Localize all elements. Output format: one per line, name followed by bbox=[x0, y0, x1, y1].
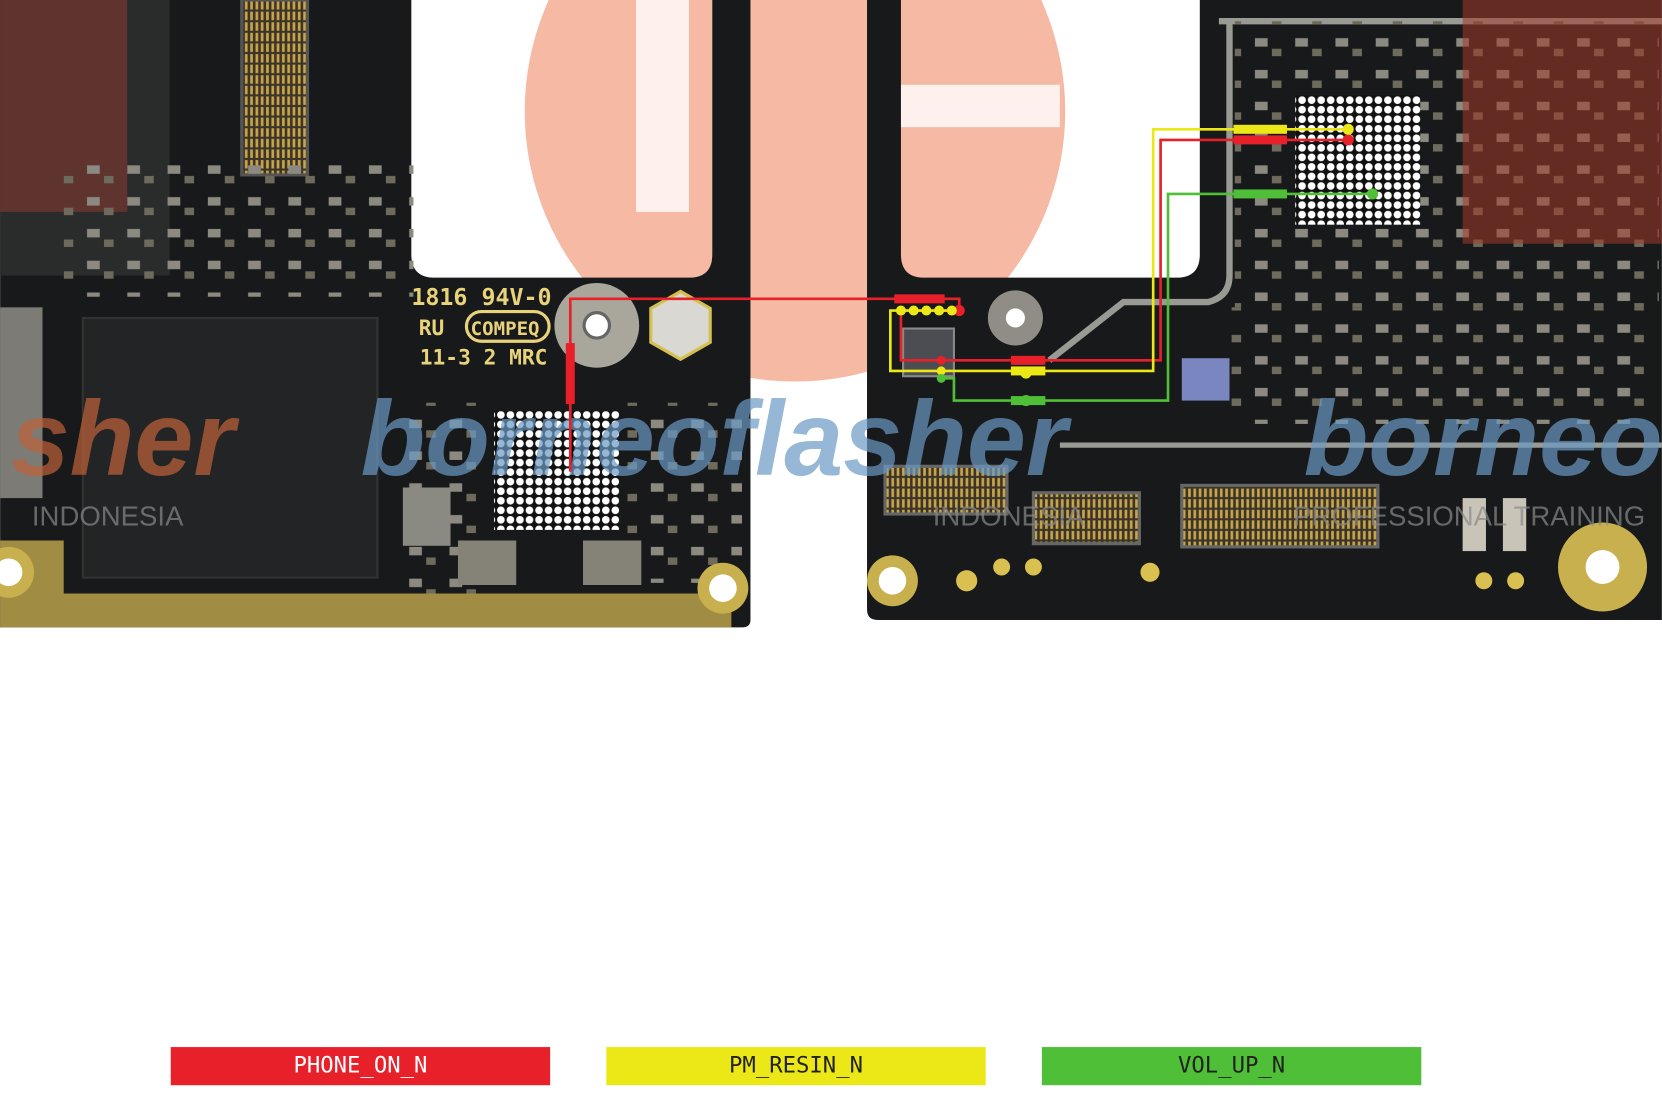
flex-connector bbox=[240, 0, 310, 177]
memory-chip bbox=[81, 316, 379, 579]
watermark-brand: borneoflasher bbox=[360, 380, 1072, 498]
bga-chip-left bbox=[493, 411, 620, 530]
bga-chip-right bbox=[1295, 95, 1421, 225]
silkscreen-line1: 1816 94V-0 bbox=[411, 284, 551, 311]
watermark-brand-right: borneoflasher bbox=[1304, 380, 1662, 498]
watermark-subtitle-left-2: INDONESIA bbox=[933, 501, 1085, 532]
right-board bbox=[867, 0, 1662, 620]
watermark-subtitle-right: PROFESSIONAL TRAINING bbox=[1293, 501, 1645, 532]
legend-label: PM_RESIN_N bbox=[729, 1053, 863, 1079]
hex-standoff bbox=[649, 289, 712, 362]
watermark-text: sher borneoflasher borneoflasher INDONES… bbox=[11, 380, 1662, 532]
left-board: 1816 94V-0 COMPEQ RU 11-3 2 MRC bbox=[0, 0, 751, 628]
legend-item-vol-up-n: VOL_UP_N bbox=[1041, 1047, 1422, 1086]
silkscreen-maker: COMPEQ bbox=[471, 318, 540, 340]
watermark-subtitle-left: INDONESIA bbox=[32, 501, 184, 532]
board-connector bbox=[1180, 483, 1380, 549]
trace-pm-resin-n bbox=[889, 123, 1354, 379]
board-connector bbox=[1031, 491, 1141, 546]
silkscreen-line3: 11-3 2 MRC bbox=[420, 345, 548, 370]
board-connector bbox=[883, 464, 1009, 516]
legend-label: PHONE_ON_N bbox=[293, 1053, 427, 1079]
silkscreen-ul-mark: RU bbox=[419, 315, 445, 340]
legend-item-pm-resin-n: PM_RESIN_N bbox=[606, 1047, 986, 1086]
trace-vol-up-n bbox=[936, 188, 1379, 407]
legend: PHONE_ON_N PM_RESIN_N VOL_UP_N bbox=[170, 1047, 1422, 1086]
watermark-brand-left: sher bbox=[11, 380, 241, 498]
legend-label: VOL_UP_N bbox=[1178, 1053, 1285, 1079]
legend-item-phone-on-n: PHONE_ON_N bbox=[170, 1047, 551, 1086]
